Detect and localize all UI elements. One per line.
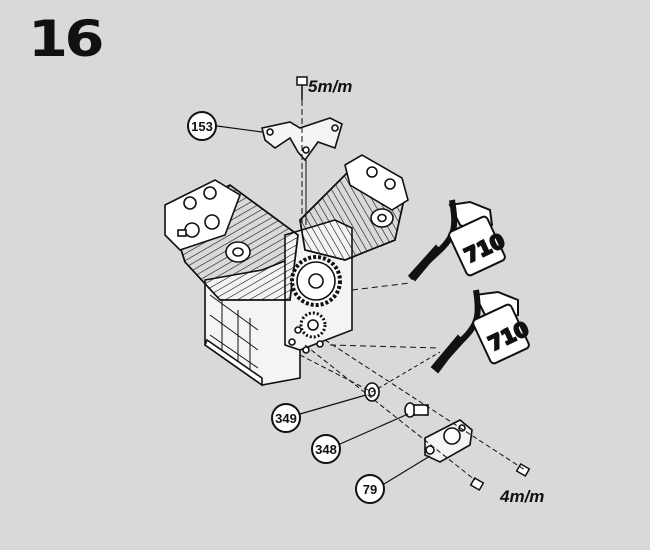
crank-gear [299, 311, 327, 339]
callout-153: 153 [187, 111, 263, 141]
oil-sump [204, 338, 263, 387]
callout-79: 79 [355, 455, 431, 504]
tool-710-upper: 710 [407, 199, 509, 282]
tool-710-lower: 710 [430, 289, 533, 374]
cam-gear [290, 255, 342, 307]
step-number: 16 [28, 10, 105, 68]
explosion-lines [299, 282, 526, 481]
callout-349-label: 349 [275, 411, 297, 426]
callout-79-label: 79 [363, 482, 377, 497]
bottom-bolt-right [515, 463, 531, 477]
cover-plate-79 [424, 419, 473, 463]
engine-block [164, 154, 409, 387]
right-cylinder-head [344, 154, 409, 211]
callout-349: 349 [271, 394, 367, 433]
callout-153-label: 153 [191, 119, 213, 134]
top-bolt [296, 76, 308, 100]
bottom-bolt-size: 4m/m [499, 487, 544, 506]
left-cylinder [164, 179, 299, 301]
callout-348: 348 [311, 413, 409, 464]
gear-348 [404, 402, 429, 418]
callout-348-label: 348 [315, 442, 337, 457]
right-cylinder [299, 154, 409, 261]
bottom-bolt-left [469, 477, 485, 491]
top-bolt-size: 5m/m [308, 77, 352, 96]
